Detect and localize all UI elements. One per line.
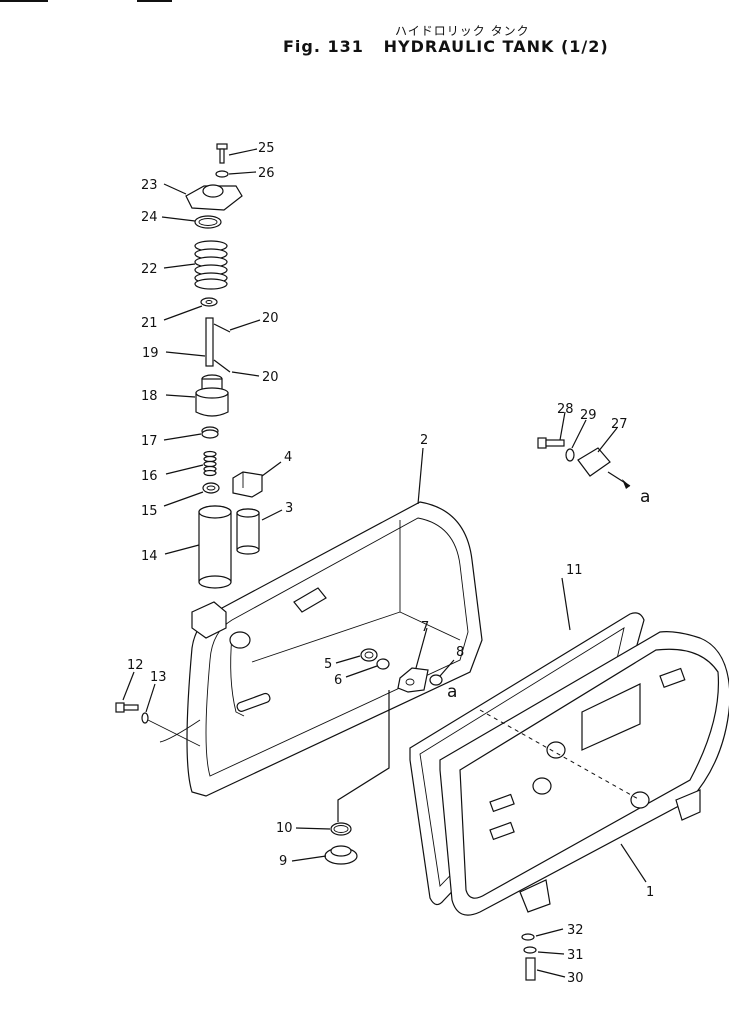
part-7-plate bbox=[397, 627, 429, 693]
callout-3: 3 bbox=[285, 501, 293, 516]
callout-7: 7 bbox=[421, 620, 429, 635]
callout-31: 31 bbox=[567, 948, 584, 963]
part-28-bolt bbox=[537, 411, 566, 449]
part-21-washer bbox=[163, 297, 218, 321]
callout-2: 2 bbox=[420, 433, 428, 448]
callout-23: 23 bbox=[141, 178, 158, 193]
callout-14: 14 bbox=[141, 549, 158, 564]
part-23-cover bbox=[163, 183, 243, 211]
part-17-cap bbox=[163, 426, 219, 441]
callout-20-lower: 20 bbox=[262, 370, 279, 385]
part-22-spring bbox=[163, 240, 228, 290]
callout-11: 11 bbox=[566, 563, 583, 578]
header-rule-right bbox=[137, 0, 172, 2]
callout-26: 26 bbox=[258, 166, 275, 181]
part-8-nut bbox=[429, 659, 455, 686]
callout-10: 10 bbox=[276, 821, 293, 836]
callout-5: 5 bbox=[324, 657, 332, 672]
callout-6: 6 bbox=[334, 673, 342, 688]
callout-13: 13 bbox=[150, 670, 167, 685]
part-1-cover bbox=[439, 631, 729, 916]
part-29-washer bbox=[565, 419, 587, 462]
part-19-rod bbox=[165, 317, 214, 367]
callout-1: 1 bbox=[646, 885, 654, 900]
part-12-bolt bbox=[115, 671, 139, 713]
part-4-block bbox=[232, 461, 282, 498]
callout-8: 8 bbox=[456, 645, 464, 660]
part-14-strainer bbox=[164, 505, 232, 589]
part-10-o-ring bbox=[295, 822, 352, 836]
callout-20-upper: 20 bbox=[262, 311, 279, 326]
part-9-drain-plug bbox=[291, 845, 358, 865]
callout-27: 27 bbox=[611, 417, 628, 432]
title-japanese: ハイドロリック タンク bbox=[395, 24, 530, 38]
part-16-spring bbox=[165, 450, 217, 477]
callout-4: 4 bbox=[284, 450, 292, 465]
reference-a-upper: a bbox=[640, 487, 650, 507]
header-rule-left bbox=[0, 0, 48, 2]
part-26-washer bbox=[215, 170, 257, 178]
part-13-washer bbox=[141, 683, 201, 747]
part-18-valve-body bbox=[165, 374, 229, 417]
part-15-seat bbox=[163, 482, 220, 507]
callout-30: 30 bbox=[567, 971, 584, 986]
part-20-pin-lower bbox=[213, 359, 260, 377]
callout-32: 32 bbox=[567, 923, 584, 938]
part-32-washer bbox=[521, 928, 564, 941]
callout-17: 17 bbox=[141, 434, 158, 449]
figure-title: Fig. 131 HYDRAULIC TANK (1/2) bbox=[283, 37, 609, 56]
part-25-bolt bbox=[216, 143, 258, 164]
part-27-plate bbox=[577, 427, 631, 489]
callout-9: 9 bbox=[279, 854, 287, 869]
callout-16: 16 bbox=[141, 469, 158, 484]
reference-a-lower: a bbox=[447, 682, 457, 702]
callout-12: 12 bbox=[127, 658, 144, 673]
part-20-pin-upper bbox=[213, 319, 261, 333]
part-30-bolt bbox=[525, 957, 566, 981]
part-5-plug bbox=[335, 648, 378, 664]
callout-25: 25 bbox=[258, 141, 275, 156]
part-31-washer bbox=[523, 946, 565, 955]
callout-18: 18 bbox=[141, 389, 158, 404]
part-3-strainer bbox=[236, 508, 283, 555]
callout-28: 28 bbox=[557, 402, 574, 417]
leader-drain bbox=[337, 690, 390, 822]
callout-19: 19 bbox=[142, 346, 159, 361]
callout-24: 24 bbox=[141, 210, 158, 225]
part-24-o-ring bbox=[161, 215, 222, 229]
part-6-washer bbox=[345, 658, 390, 678]
callout-21: 21 bbox=[141, 316, 158, 331]
callout-22: 22 bbox=[141, 262, 158, 277]
callout-15: 15 bbox=[141, 504, 158, 519]
callout-29: 29 bbox=[580, 408, 597, 423]
part-2-tank-body bbox=[159, 447, 483, 797]
